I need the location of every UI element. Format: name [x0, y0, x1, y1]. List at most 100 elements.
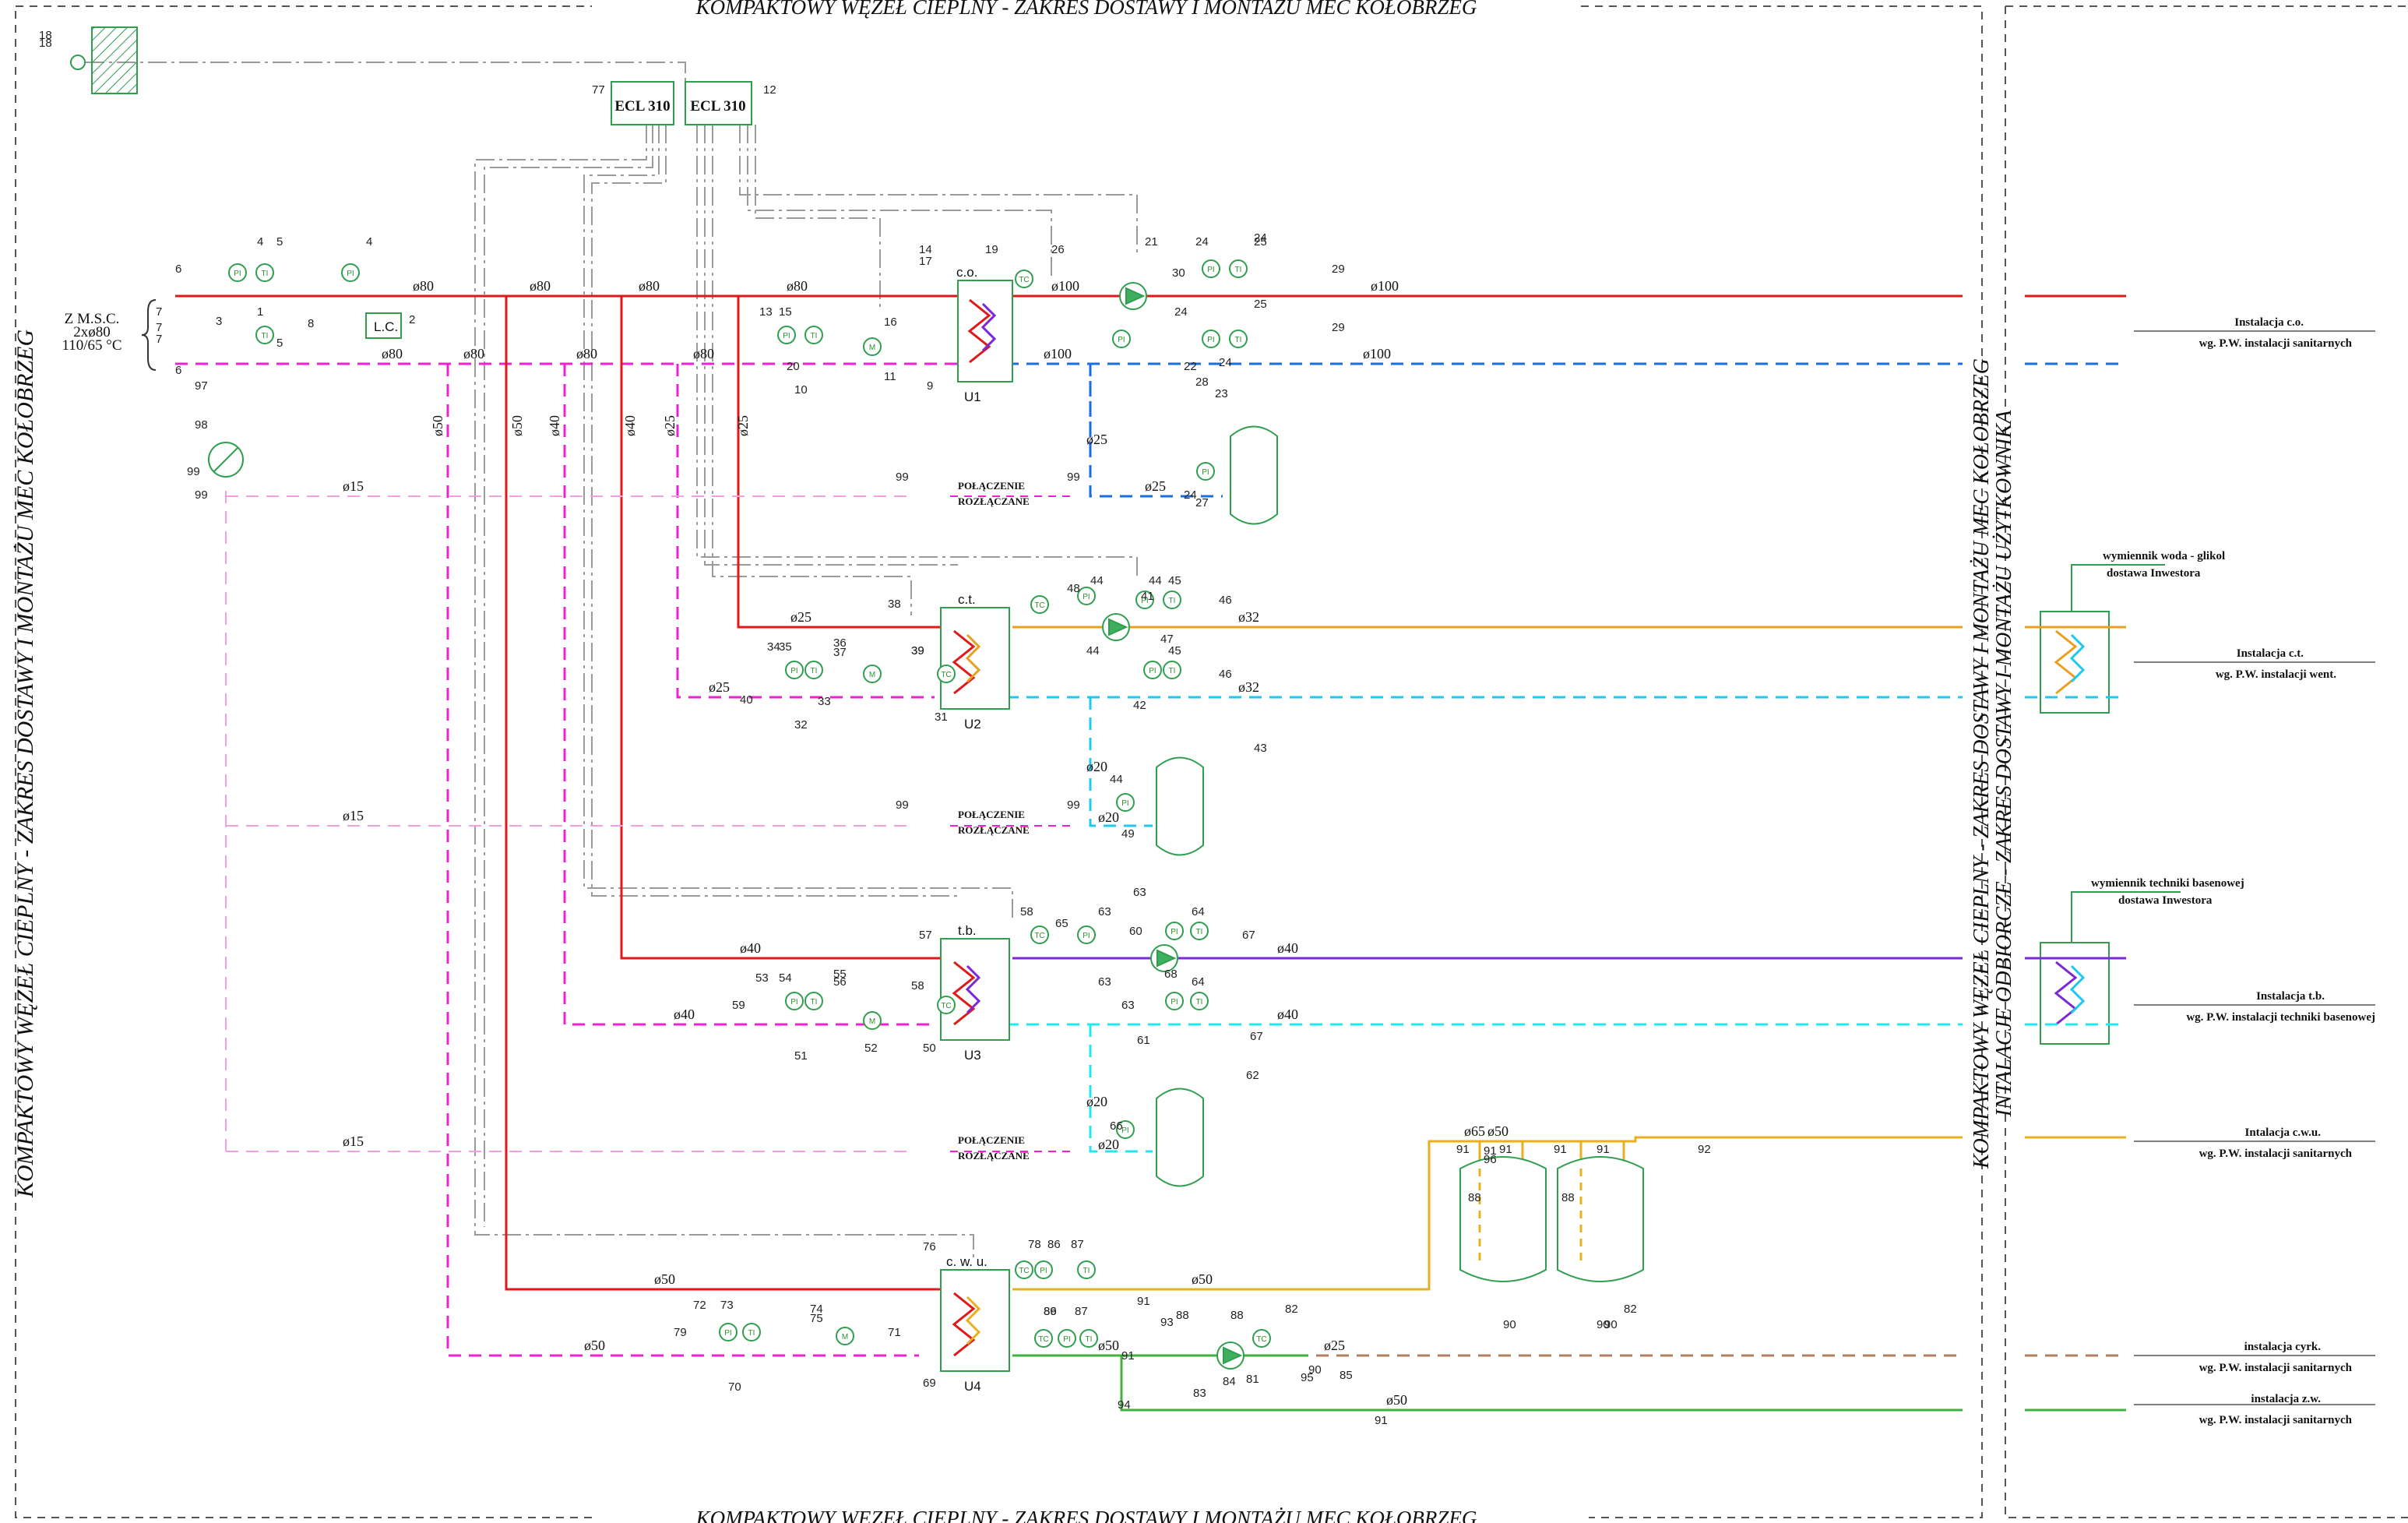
svg-text:M: M [869, 1017, 875, 1026]
item-tag: 18 [39, 29, 52, 42]
m-gauge-icon: M [863, 665, 882, 683]
ti-gauge-icon: TI [255, 263, 274, 282]
cold-water-main [1120, 1356, 1963, 1412]
exchanger-coil-cold [965, 1296, 981, 1345]
pipe-label: ø40 [1277, 1007, 1298, 1022]
investor-exchanger-1-line2: dostawa Inwestora [2107, 567, 2201, 580]
title-bottom: KOMPAKTOWY WĘZEŁ CIEPLNY - ZAKRES DOSTAW… [695, 1507, 1477, 1523]
item-tag: 34 [767, 640, 780, 654]
pi-gauge-icon: PI [1116, 1120, 1135, 1139]
item-tag: 79 [674, 1326, 687, 1339]
item-tag: 58 [1020, 905, 1033, 918]
svg-text:PI: PI [347, 270, 354, 278]
storage-tanks [1459, 1156, 1644, 1282]
item-tag: 59 [732, 999, 745, 1012]
m-gauge-icon: M [863, 337, 882, 356]
supply-riser-cwu [505, 296, 950, 1291]
item-tag: 75 [810, 1312, 823, 1325]
svg-text:PI: PI [1121, 799, 1128, 808]
pipe-label: ø65 [1464, 1123, 1485, 1139]
pipe-label: ø100 [1363, 346, 1391, 361]
title-left: KOMPAKTOWY WĘZEŁ CIEPLNY - ZAKRES DOSTAW… [12, 330, 38, 1199]
circuit-name: c.o. [956, 265, 977, 280]
item-tag: 13 [759, 305, 773, 319]
tank-dashes [1478, 1169, 1582, 1262]
svg-text:PI: PI [1141, 597, 1148, 605]
exchanger-box [940, 607, 1010, 710]
title-top: KOMPAKTOWY WĘZEŁ CIEPLNY - ZAKRES DOSTAW… [695, 0, 1477, 19]
item-tag: 90 [1604, 1318, 1618, 1331]
item-tag: 24 [1195, 235, 1209, 249]
exchanger-box [940, 938, 1010, 1041]
pi-gauge-icon: PI [1135, 591, 1154, 609]
tc-gauge-icon: TC [937, 665, 956, 683]
item-tag: 14 [919, 243, 932, 256]
pipe-label: ø80 [463, 346, 484, 361]
item-tag: 15 [779, 305, 792, 319]
pi-gauge-icon: PI [1165, 992, 1184, 1010]
item-tag: 62 [1246, 1069, 1259, 1082]
item-tag: 39 [911, 644, 924, 657]
svg-text:PI: PI [1063, 1335, 1070, 1344]
item-tag: 1 [257, 305, 263, 319]
pi-gauge-icon: PI [1077, 587, 1096, 605]
item-tag: 5 [276, 235, 283, 249]
control-line-co [739, 125, 1138, 253]
item-tag: 70 [728, 1380, 741, 1394]
item-tag: 84 [1223, 1375, 1236, 1388]
pipe-label: ø80 [413, 278, 434, 294]
svg-text:TI: TI [811, 667, 818, 675]
svg-text:TI: TI [1086, 1335, 1093, 1344]
item-tag: 26 [1051, 243, 1065, 256]
control-line-co3 [755, 125, 881, 312]
item-tag: 88 [1468, 1191, 1481, 1204]
lc-label: L.C. [374, 319, 398, 334]
svg-text:TI: TI [1169, 597, 1176, 605]
svg-text:PI: PI [1083, 932, 1090, 940]
inst-title: instalacja cyrk. [2244, 1341, 2322, 1353]
pipe-label: ø20 [1098, 1137, 1119, 1152]
item-tag: 42 [1133, 699, 1146, 712]
pipe-label: ø50 [654, 1271, 675, 1287]
leader-2 [2071, 891, 2181, 943]
investor-exchanger-2-line2: dostawa Inwestora [2118, 894, 2213, 907]
svg-text:PI: PI [1121, 1126, 1128, 1135]
supply-riser-ct [737, 296, 958, 629]
investor-exchanger-1-line1: wymiennik woda - glikol [2103, 550, 2225, 562]
pi-gauge-icon: PI [1116, 793, 1135, 812]
pipe-label: ø32 [1238, 679, 1259, 695]
item-tag: 54 [779, 971, 792, 985]
item-tag: 8 [308, 317, 314, 330]
item-tag: 91 [1137, 1295, 1150, 1308]
item-tag: 35 [779, 640, 792, 654]
pi-gauge-icon: PI [1058, 1329, 1076, 1348]
inst-ref: wg. P.W. instalacji went. [2216, 668, 2336, 681]
exchanger-name: U1 [964, 390, 981, 404]
pipe-label: ø80 [787, 278, 808, 294]
item-tag: 48 [1067, 582, 1080, 595]
controller-tag: 77 [592, 83, 605, 97]
svg-text:PI: PI [1149, 667, 1156, 675]
pump-co-icon [1125, 287, 1146, 305]
tb-expansion-line [1089, 1024, 1153, 1153]
item-tag: 44 [1110, 773, 1123, 786]
pipe-label: ø50 [430, 415, 445, 436]
control-line-ct [696, 125, 1138, 576]
lc-controller [365, 312, 402, 339]
item-tag: 58 [911, 979, 924, 992]
source-line-3: 110/65 °C [62, 337, 121, 354]
pi-gauge-icon: PI [1202, 259, 1220, 278]
svg-text:PI: PI [1118, 336, 1125, 344]
svg-text:TC: TC [1034, 932, 1044, 940]
controller-ecl-77: ECL 310 77 [592, 81, 674, 125]
item-tag: 91 [1499, 1143, 1512, 1156]
lc-box: L.C. [365, 312, 402, 339]
item-tag: 44 [1090, 574, 1104, 587]
connection-line1: POŁĄCZENIE [958, 1134, 1025, 1146]
connection-line2: ROZŁĄCZANE [958, 824, 1030, 836]
item-tag: 21 [1145, 235, 1158, 249]
control-line-b [484, 125, 653, 1227]
inst-title: Intalacja c.w.u. [2245, 1126, 2322, 1139]
exchanger-name: U2 [964, 717, 981, 732]
leader-1 [2071, 564, 2165, 612]
